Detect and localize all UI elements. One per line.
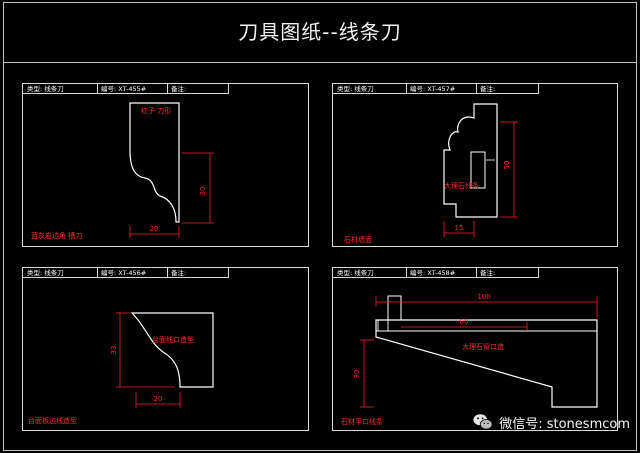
type-label: 类型: 线条刀: [337, 84, 374, 93]
panel-4: 类型: 线条刀 编号: XT-458# 备注: 100 60 30 大理石窗口造…: [332, 267, 618, 431]
footer-label: 台面板边线造型: [28, 416, 77, 425]
panel-frame: [332, 83, 618, 247]
watermark-text: 微信号: stonesmcom: [499, 416, 630, 432]
footer-label: 石材平口线条: [341, 417, 383, 426]
panel-header: [22, 83, 229, 94]
knife-profile: [130, 312, 214, 388]
knife-profile: [375, 319, 598, 408]
dim-height: 30: [199, 187, 207, 196]
note-label: 备注:: [171, 268, 186, 277]
footer-label: 蓝灰岩边角 槽刀: [31, 231, 82, 240]
panel-header: [332, 267, 539, 278]
footer-label: 石材墙面: [344, 235, 372, 244]
sheet-border: [3, 2, 637, 451]
code-label: 编号: XT-456#: [101, 268, 146, 277]
dim-height: 33: [110, 346, 118, 355]
inner-label: 大理石线条: [444, 181, 479, 190]
inner-label: 红子 刀形: [141, 106, 171, 115]
code-label: 编号: XT-458#: [410, 268, 455, 277]
type-label: 类型: 线条刀: [337, 268, 374, 277]
watermark: 微信号: stonesmcom: [472, 411, 630, 433]
note-label: 备注:: [480, 268, 495, 277]
panel-header: [22, 267, 229, 278]
panel-3: 类型: 线条刀 编号: XT-456# 备注: 20 33 台面线口造型 台面板…: [22, 267, 309, 431]
code-label: 编号: XT-455#: [101, 84, 146, 93]
panel-frame: [22, 267, 309, 431]
wechat-icon: [473, 414, 493, 430]
panel-header: [332, 83, 539, 94]
dim-width: 15: [455, 224, 464, 232]
note-label: 备注:: [480, 84, 495, 93]
panel-2: 类型: 线条刀 编号: XT-457# 备注: 15 50 大理石线条 石材墙面: [332, 83, 618, 247]
panel-1: 类型: 线条刀 编号: XT-455# 备注: 20 30 红子 刀形 蓝灰岩边…: [22, 83, 309, 247]
type-label: 类型: 线条刀: [27, 84, 64, 93]
dim-width: 20: [150, 225, 159, 233]
page-title: 刀具图纸--线条刀: [238, 20, 402, 44]
dim-total-width: 100: [477, 293, 490, 301]
dim-width: 20: [154, 395, 163, 403]
code-label: 编号: XT-457#: [410, 84, 455, 93]
note-label: 备注:: [171, 84, 186, 93]
dim-height: 50: [503, 161, 511, 170]
dim-inner-width: 60: [460, 318, 469, 326]
inner-label: 台面线口造型: [152, 335, 194, 344]
inner-label: 大理石窗口造: [462, 342, 504, 351]
dim-height: 30: [353, 370, 361, 379]
type-label: 类型: 线条刀: [27, 268, 64, 277]
knife-profile: [129, 102, 180, 223]
knife-profile: [443, 103, 498, 218]
